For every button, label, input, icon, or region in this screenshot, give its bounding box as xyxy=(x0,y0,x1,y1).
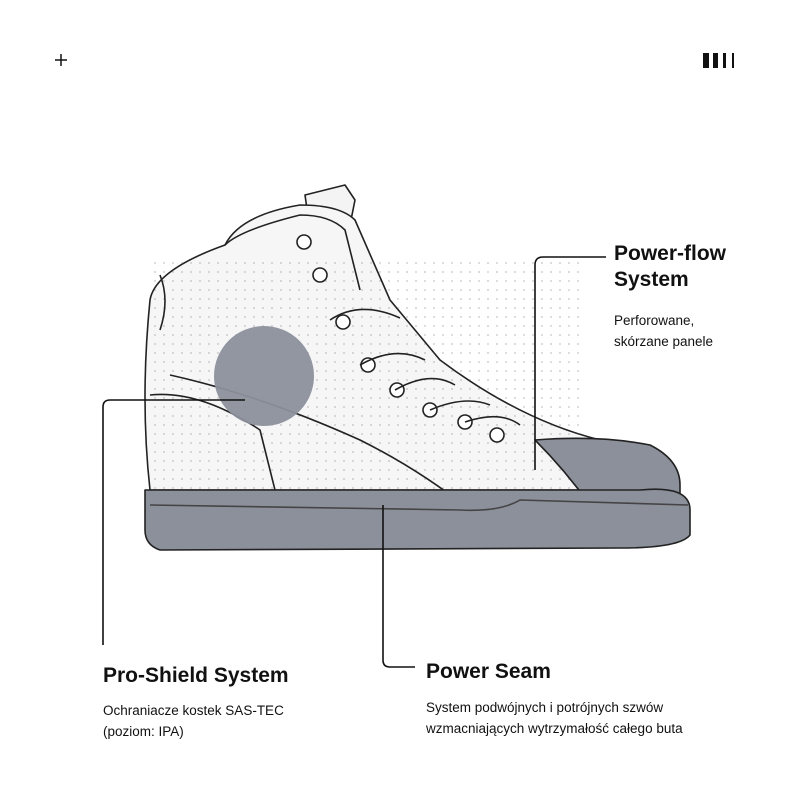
pro-shield-desc-line1: Ochraniacze kostek SAS-TEC xyxy=(103,703,284,718)
power-flow-title-line1: Power-flow xyxy=(614,242,727,265)
power-seam-title: Power Seam xyxy=(426,660,551,683)
power-seam-desc-line2: wzmacniających wytrzymałość całego buta xyxy=(426,721,683,736)
power-seam-desc-line1: System podwójnych i potrójnych szwów xyxy=(426,700,664,715)
power-seam-desc: System podwójnych i potrójnych szwów wzm… xyxy=(426,697,683,739)
bars-icon xyxy=(703,53,734,68)
power-flow-desc-line2: skórzane panele xyxy=(614,334,714,349)
plus-icon xyxy=(55,54,67,66)
pro-shield-title: Pro-Shield System xyxy=(103,664,289,687)
pro-shield-desc-line2: (poziom: IPA) xyxy=(103,724,184,739)
pro-shield-marker xyxy=(214,326,314,426)
pro-shield-desc: Ochraniacze kostek SAS-TEC (poziom: IPA) xyxy=(103,700,284,742)
power-flow-title: Power-flow System xyxy=(614,241,726,293)
leader-lines xyxy=(102,256,606,668)
power-flow-desc-line1: Perforowane, xyxy=(614,313,695,328)
power-flow-desc: Perforowane, skórzane panele xyxy=(614,310,713,352)
power-flow-title-line2: System xyxy=(614,268,689,291)
